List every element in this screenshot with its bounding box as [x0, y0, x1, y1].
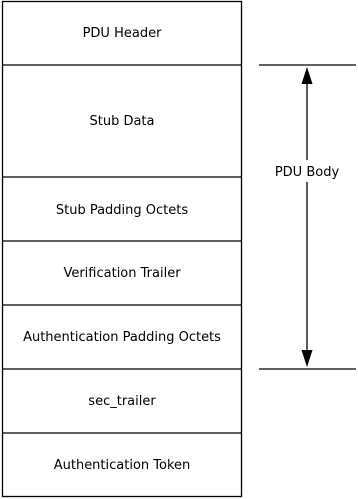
arrow-down-icon: [301, 350, 313, 367]
segment-label-stub-padding-octets: Stub Padding Octets: [56, 203, 189, 218]
segment-label-sec-trailer: sec_trailer: [88, 394, 156, 409]
segment-label-authentication-token: Authentication Token: [54, 458, 191, 473]
arrow-up-icon: [301, 67, 313, 84]
segment-label-verification-trailer: Verification Trailer: [63, 266, 181, 281]
segment-label-pdu-header: PDU Header: [83, 26, 162, 41]
pdu-stack-outline: [1, 0, 243, 498]
segment-label-stub-data: Stub Data: [89, 114, 154, 129]
pdu-body-label: PDU Body: [275, 165, 340, 180]
segment-label-authentication-padding-octets: Authentication Padding Octets: [23, 330, 221, 345]
